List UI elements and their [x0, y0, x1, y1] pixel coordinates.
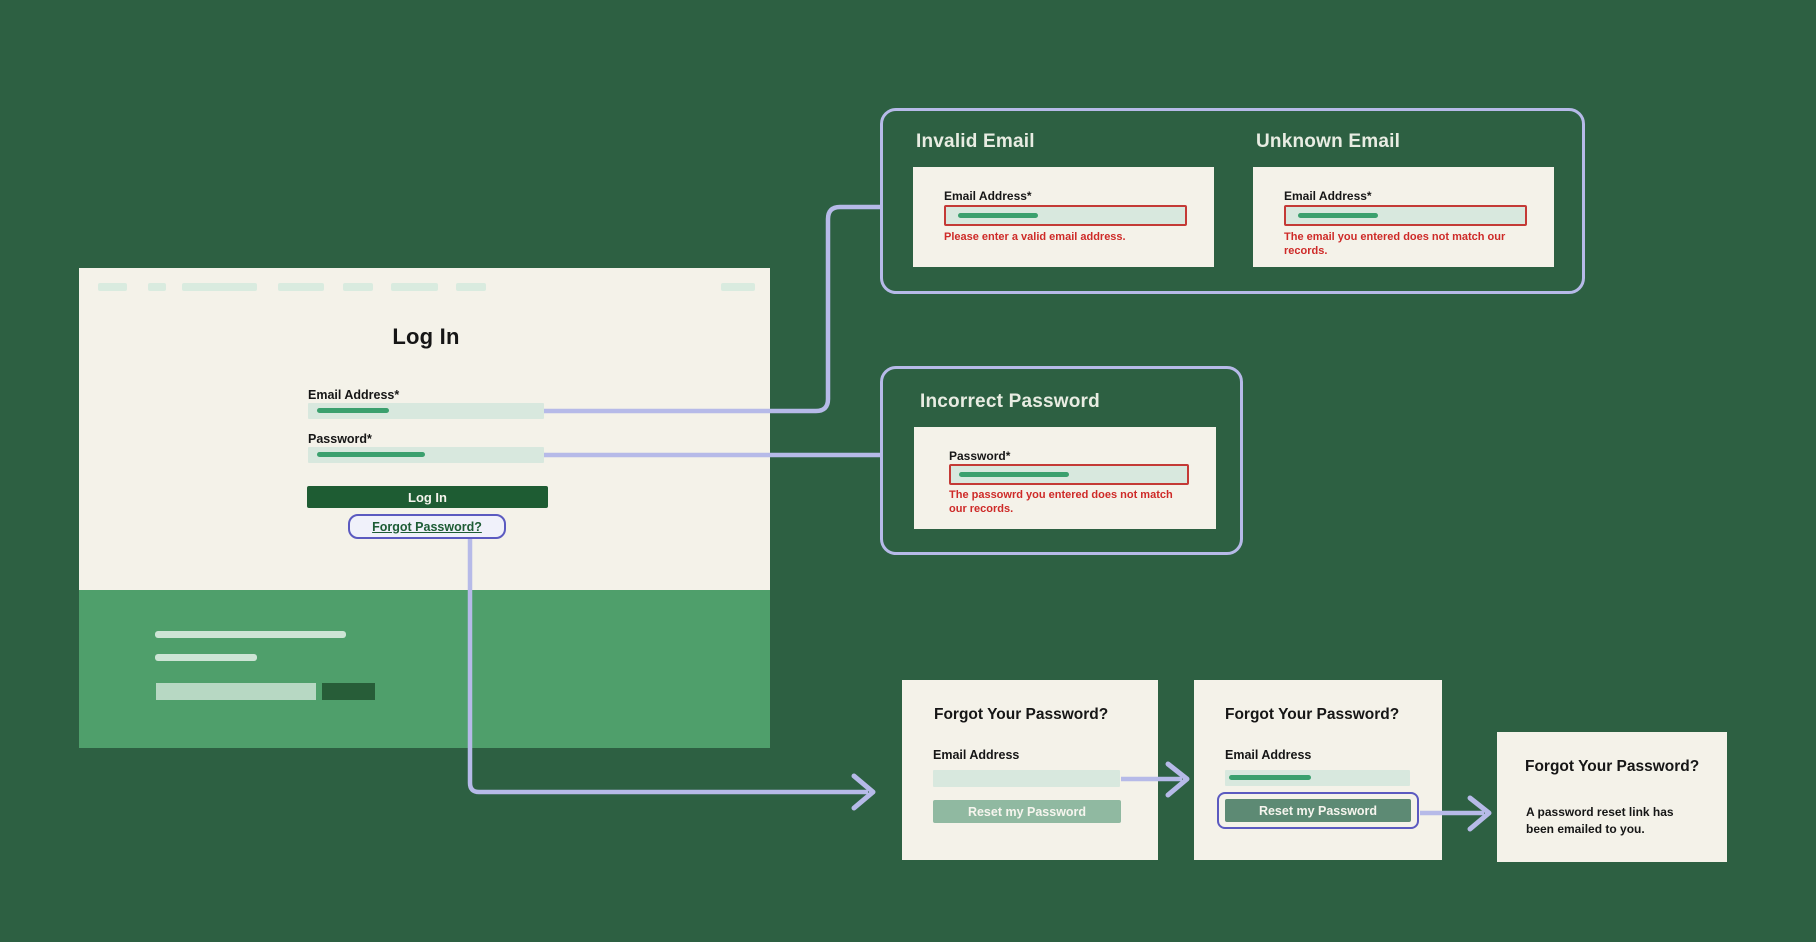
password-input[interactable] [308, 447, 544, 463]
unknown-email-title: Unknown Email [1256, 131, 1401, 152]
email-errors-panel: Invalid Email Email Address* Please ente… [880, 108, 1585, 294]
nav-placeholder [456, 283, 486, 291]
nav-placeholder [721, 283, 755, 291]
forgot-password-step2: Forgot Your Password? Email Address Rese… [1194, 680, 1442, 860]
forgot-title: Forgot Your Password? [1225, 706, 1400, 723]
password-input-error[interactable] [949, 464, 1189, 485]
email-input[interactable] [1225, 770, 1410, 786]
forgot-password-link[interactable]: Forgot Password? [372, 519, 482, 534]
email-label: Email Address* [1284, 189, 1372, 203]
email-input-error[interactable] [1284, 205, 1527, 226]
footer-input-placeholder [156, 683, 316, 700]
reset-password-button[interactable]: Reset my Password [933, 800, 1121, 823]
email-label: Email Address [933, 748, 1020, 762]
reset-password-button[interactable]: Reset my Password [1225, 799, 1411, 822]
invalid-email-error: Please enter a valid email address. [944, 231, 1126, 243]
typed-text-line [1229, 775, 1311, 780]
confirmation-message: A password reset link has been emailed t… [1526, 805, 1674, 836]
arrow-right-icon [1467, 795, 1492, 832]
email-label: Email Address* [308, 388, 400, 402]
forgot-password-step1: Forgot Your Password? Email Address Rese… [902, 680, 1158, 860]
invalid-email-card: Email Address* Please enter a valid emai… [913, 167, 1214, 267]
email-label: Email Address [1225, 748, 1312, 762]
invalid-email-title: Invalid Email [916, 131, 1035, 152]
nav-placeholder [182, 283, 257, 291]
unknown-email-card: Email Address* The email you entered doe… [1253, 167, 1554, 267]
forgot-title: Forgot Your Password? [934, 706, 1109, 723]
reset-button-highlight: Reset my Password [1217, 792, 1419, 829]
unknown-email-error: The email you entered does not match our… [1284, 231, 1506, 257]
forgot-password-highlight: Forgot Password? [348, 514, 506, 539]
login-button[interactable]: Log In [307, 486, 548, 508]
incorrect-password-card: Password* The passowrd you entered does … [914, 427, 1216, 529]
email-label: Email Address* [944, 189, 1032, 203]
nav-placeholder [98, 283, 127, 291]
email-input-error[interactable] [944, 205, 1187, 226]
footer-button-placeholder [322, 683, 375, 700]
incorrect-password-title: Incorrect Password [920, 391, 1100, 412]
footer-text-placeholder [155, 631, 346, 638]
typed-text-line [317, 408, 389, 413]
login-page-mockup: Log In Email Address* Password* Log In F… [79, 268, 770, 748]
footer-text-placeholder [155, 654, 257, 661]
nav-placeholder [278, 283, 324, 291]
typed-text-line [959, 472, 1069, 477]
email-input[interactable] [308, 403, 544, 419]
forgot-password-step3: Forgot Your Password? A password reset l… [1497, 732, 1727, 862]
email-input[interactable] [933, 770, 1120, 787]
password-label: Password* [308, 432, 372, 446]
typed-text-line [317, 452, 425, 457]
typed-text-line [958, 213, 1038, 218]
incorrect-password-panel: Incorrect Password Password* The passowr… [880, 366, 1243, 555]
footer-mockup [79, 590, 770, 748]
arrow-right-icon [851, 773, 876, 811]
forgot-title: Forgot Your Password? [1525, 758, 1700, 775]
nav-placeholder [343, 283, 373, 291]
password-label: Password* [949, 449, 1011, 463]
login-title: Log In [392, 324, 460, 349]
nav-placeholder [391, 283, 438, 291]
nav-placeholder [148, 283, 166, 291]
incorrect-password-error: The passowrd you entered does not match … [949, 489, 1173, 515]
arrow-right-icon [1165, 761, 1190, 798]
typed-text-line [1298, 213, 1378, 218]
